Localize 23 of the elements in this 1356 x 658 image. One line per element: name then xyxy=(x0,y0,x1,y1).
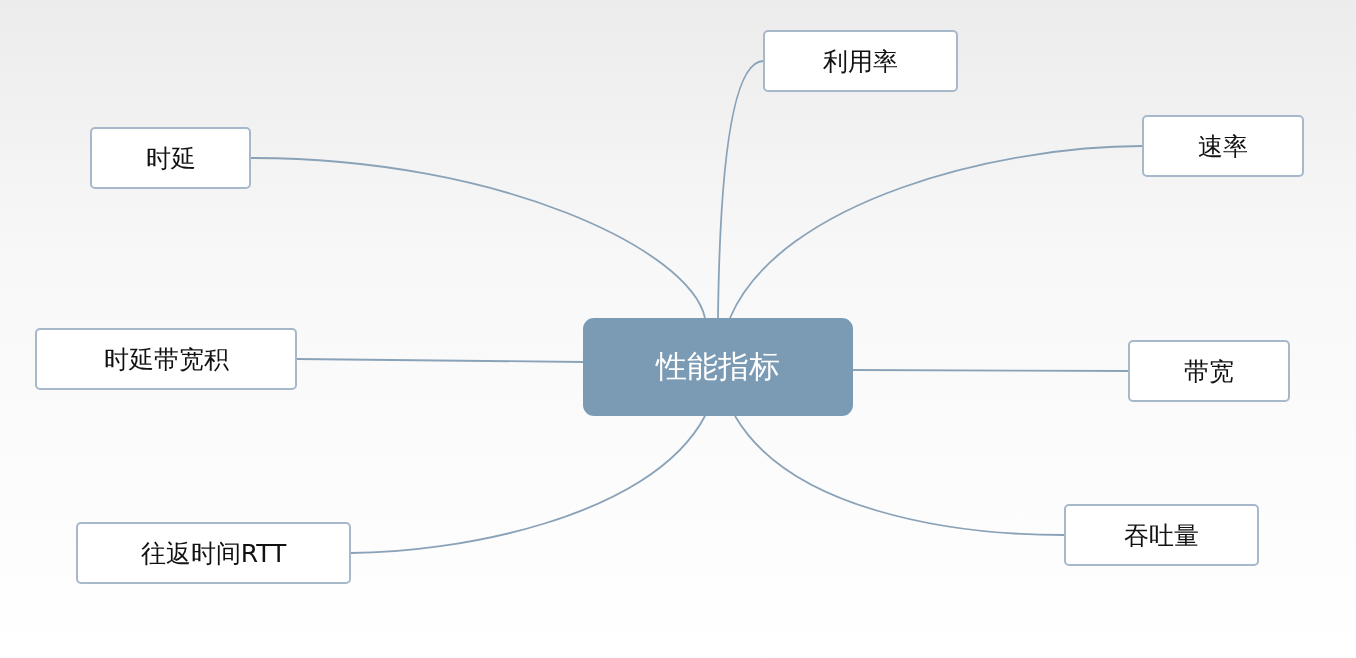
connector-line xyxy=(296,358,584,363)
subtopic-box xyxy=(35,328,297,390)
node-label: 利用率 xyxy=(823,45,898,78)
node-label: 速率 xyxy=(1198,130,1248,163)
connector-line xyxy=(734,415,1065,536)
subtopic-box xyxy=(1128,340,1290,402)
connector-line xyxy=(350,415,706,554)
subtopic-box xyxy=(763,30,958,92)
connector-line xyxy=(250,157,706,319)
node-label: 性能指标 xyxy=(656,347,780,386)
topic-box xyxy=(583,318,853,416)
node-label: 时延 xyxy=(145,142,196,175)
connector-line xyxy=(729,145,1143,319)
subtopic-box xyxy=(1064,504,1259,566)
subtopic-box xyxy=(90,127,251,189)
node-label: 吞吐量 xyxy=(1124,519,1199,552)
node-label: 带宽 xyxy=(1184,355,1234,388)
connector-line xyxy=(852,369,1129,372)
node-label: 时延带宽积 xyxy=(103,343,229,376)
subtopic-box xyxy=(1142,115,1304,177)
connector-line xyxy=(717,60,764,319)
subtopic-box xyxy=(76,522,351,584)
node-label: 往返时间RTT xyxy=(140,537,287,570)
